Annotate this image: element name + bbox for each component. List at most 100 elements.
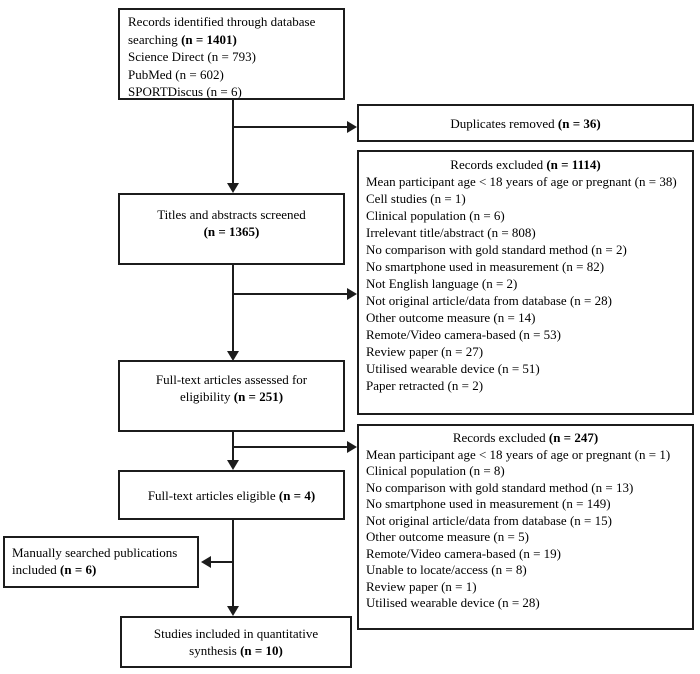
connector-identified-to-screened bbox=[232, 100, 234, 184]
arrowhead-right-icon bbox=[347, 121, 357, 133]
text-run: Manually searched publications included bbox=[12, 545, 178, 577]
connector-to-excluded-eligibility bbox=[233, 446, 348, 448]
text-run: Not original article/data from database … bbox=[366, 293, 612, 308]
text-run: Mean participant age < 18 years of age o… bbox=[366, 174, 677, 189]
text-run: Clinical population (n = 6) bbox=[366, 208, 505, 223]
text-run: Records excluded bbox=[452, 430, 549, 445]
box-line: eligibility (n = 251) bbox=[128, 388, 335, 405]
box-line: Irrelevant title/abstract (n = 808) bbox=[366, 224, 685, 241]
box-line: Cell studies (n = 1) bbox=[366, 190, 685, 207]
text-run: Records excluded bbox=[450, 157, 547, 172]
text-run: (n = 1114) bbox=[546, 157, 601, 172]
text-run: PubMed (n = 602) bbox=[128, 66, 224, 82]
box-line: Review paper (n = 1) bbox=[366, 579, 685, 596]
text-run: Paper retracted (n = 2) bbox=[366, 378, 484, 393]
box-line: Manually searched publications included … bbox=[12, 544, 190, 578]
connector-to-excluded-screening bbox=[233, 293, 348, 295]
box-line: Other outcome measure (n = 5) bbox=[366, 529, 685, 546]
box-line: Other outcome measure (n = 14) bbox=[366, 309, 685, 326]
text-run: Studies included in quantitative bbox=[153, 626, 319, 641]
box-manually-searched: Manually searched publications included … bbox=[3, 536, 199, 588]
connector-eligible-to-included bbox=[232, 520, 234, 607]
box-line: searching (n = 1401) bbox=[128, 31, 335, 49]
text-run: Remote/Video camera-based (n = 53) bbox=[366, 327, 561, 342]
box-line: PubMed (n = 602) bbox=[128, 66, 335, 84]
text-run: Review paper (n = 27) bbox=[366, 344, 484, 359]
box-line: Studies included in quantitative bbox=[128, 625, 344, 642]
text-run: No smartphone used in measurement (n = 8… bbox=[366, 259, 605, 274]
connector-screened-to-assessed bbox=[232, 265, 234, 352]
box-line: Records identified through database bbox=[128, 13, 335, 31]
text-run: Science Direct (n = 793) bbox=[128, 49, 256, 64]
text-run: (n = 6) bbox=[60, 562, 97, 577]
text-run: eligibility bbox=[179, 389, 234, 404]
text-run: Other outcome measure (n = 14) bbox=[366, 310, 536, 325]
arrowhead-down-icon bbox=[227, 606, 239, 616]
text-run: (n = 36) bbox=[557, 115, 601, 131]
box-line: Remote/Video camera-based (n = 19) bbox=[366, 546, 685, 563]
text-run: Not original article/data from database … bbox=[366, 512, 612, 528]
text-run: (n = 1401) bbox=[181, 31, 237, 47]
text-run: Irrelevant title/abstract (n = 808) bbox=[366, 225, 536, 240]
arrowhead-right-icon bbox=[347, 288, 357, 300]
text-run: No comparison with gold standard method … bbox=[366, 242, 627, 257]
text-run: No smartphone used in measurement (n = 1… bbox=[366, 496, 611, 511]
box-fulltext-eligible: Full-text articles eligible (n = 4) bbox=[118, 470, 345, 520]
text-run: Mean participant age < 18 years of age o… bbox=[366, 446, 671, 462]
text-run: Full-text articles eligible bbox=[147, 487, 279, 503]
box-line: No smartphone used in measurement (n = 1… bbox=[366, 496, 685, 513]
text-run: (n = 4) bbox=[278, 487, 316, 503]
text-run: Utilised wearable device (n = 51) bbox=[366, 361, 540, 376]
box-records-excluded-eligibility: Records excluded (n = 247)Mean participa… bbox=[357, 424, 694, 630]
box-line: SPORTDiscus (n = 6) bbox=[128, 83, 335, 101]
box-line: Titles and abstracts screened bbox=[128, 206, 335, 223]
text-run: Unable to locate/access (n = 8) bbox=[366, 562, 527, 577]
box-line: Not English language (n = 2) bbox=[366, 275, 685, 292]
box-line: Unable to locate/access (n = 8) bbox=[366, 562, 685, 579]
text-run: SPORTDiscus (n = 6) bbox=[128, 84, 242, 99]
box-line: Utilised wearable device (n = 28) bbox=[366, 595, 685, 612]
arrowhead-down-icon bbox=[227, 460, 239, 470]
text-run: Utilised wearable device (n = 28) bbox=[366, 595, 540, 610]
text-run: Other outcome measure (n = 5) bbox=[366, 529, 529, 544]
text-run: synthesis bbox=[189, 643, 241, 658]
text-run: Titles and abstracts screened bbox=[157, 207, 306, 222]
box-line: No comparison with gold standard method … bbox=[366, 480, 685, 497]
text-run: Records identified through database bbox=[128, 14, 316, 29]
text-run: No comparison with gold standard method … bbox=[366, 479, 634, 495]
box-line: Duplicates removed (n = 36) bbox=[365, 115, 686, 132]
box-line: Clinical population (n = 8) bbox=[366, 463, 685, 480]
box-line: Full-text articles eligible (n = 4) bbox=[126, 487, 337, 504]
box-line: Mean participant age < 18 years of age o… bbox=[366, 173, 685, 190]
box-line: Remote/Video camera-based (n = 53) bbox=[366, 326, 685, 343]
box-titles-abstracts-screened: Titles and abstracts screened (n = 1365) bbox=[118, 193, 345, 265]
text-run: (n = 1365) bbox=[203, 224, 260, 239]
text-run: (n = 10) bbox=[240, 643, 283, 658]
text-run: (n = 251) bbox=[233, 389, 284, 404]
box-line: Science Direct (n = 793) bbox=[128, 48, 335, 66]
text-run: Duplicates removed bbox=[450, 115, 558, 131]
box-line: Records excluded (n = 1114) bbox=[366, 156, 685, 173]
text-run: Full-text articles assessed for bbox=[155, 372, 308, 387]
text-run: Remote/Video camera-based (n = 19) bbox=[366, 545, 561, 561]
arrowhead-down-icon bbox=[227, 183, 239, 193]
connector-to-duplicates bbox=[233, 126, 348, 128]
text-run: searching bbox=[128, 31, 182, 47]
box-studies-included: Studies included in quantitative synthesi… bbox=[120, 616, 352, 668]
box-line: Mean participant age < 18 years of age o… bbox=[366, 447, 685, 464]
box-line: (n = 1365) bbox=[128, 223, 335, 240]
text-run: Clinical population (n = 8) bbox=[366, 463, 505, 478]
box-line: Utilised wearable device (n = 51) bbox=[366, 360, 685, 377]
text-run: Not English language (n = 2) bbox=[366, 276, 518, 291]
box-line: Review paper (n = 27) bbox=[366, 343, 685, 360]
arrowhead-right-icon bbox=[347, 441, 357, 453]
text-run: Review paper (n = 1) bbox=[366, 578, 477, 594]
box-line: No comparison with gold standard method … bbox=[366, 241, 685, 258]
text-run: (n = 247) bbox=[548, 430, 599, 445]
box-line: Paper retracted (n = 2) bbox=[366, 377, 685, 394]
box-records-excluded-screening: Records excluded (n = 1114)Mean particip… bbox=[357, 150, 694, 415]
box-line: Full-text articles assessed for bbox=[128, 371, 335, 388]
arrowhead-down-icon bbox=[227, 351, 239, 361]
